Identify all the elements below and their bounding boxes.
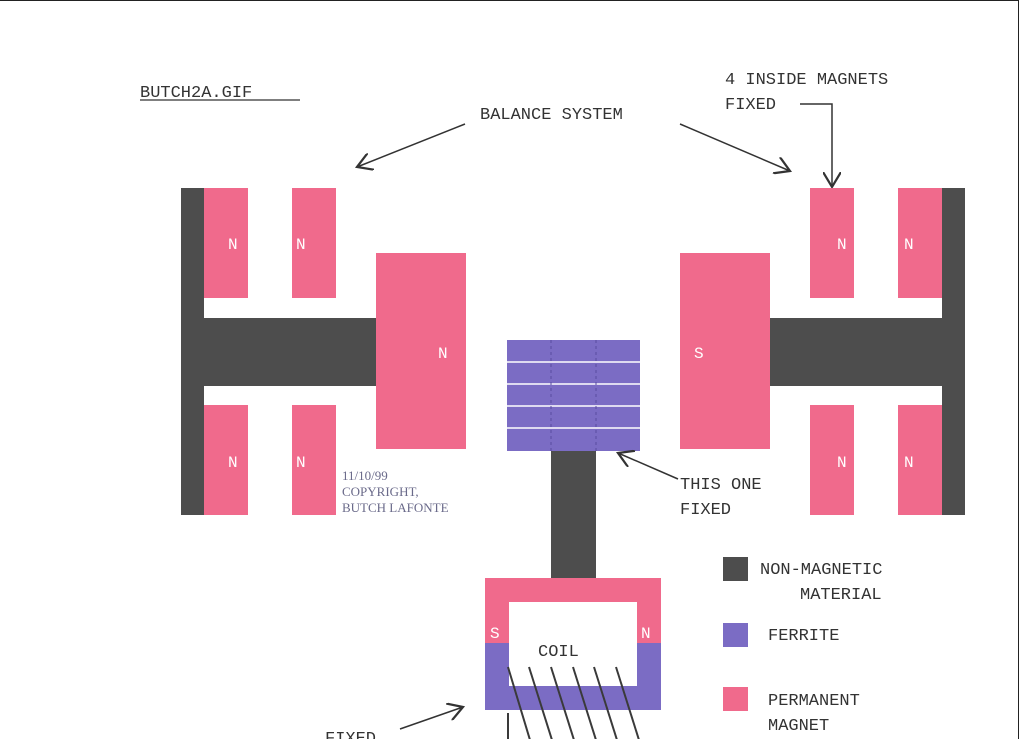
arrow-this-one — [618, 453, 679, 480]
legend: NON-MAGNETIC MATERIAL FERRITE PERMANENT … — [723, 557, 882, 736]
arrow-fixed-bottom — [399, 707, 463, 730]
copyright-line1: COPYRIGHT, — [342, 484, 419, 499]
legend-label: PERMANENT — [768, 692, 860, 711]
pole-label: S — [490, 625, 500, 643]
pole-label: N — [296, 236, 306, 254]
this-one-fixed-label: FIXED — [680, 501, 731, 520]
magnet — [204, 405, 248, 515]
left-frame-bar — [181, 188, 204, 515]
arrow-inside-magnets — [800, 103, 832, 187]
right-arm — [768, 318, 942, 386]
pole-label: N — [641, 625, 651, 643]
left-arm — [204, 318, 378, 386]
legend-swatch-magnet — [723, 687, 748, 711]
pole-label: N — [228, 454, 238, 472]
pole-label: N — [296, 454, 306, 472]
pole-label: S — [694, 345, 704, 363]
arrow-right — [679, 123, 790, 171]
pole-label: N — [837, 454, 847, 472]
this-one-label: THIS ONE — [680, 476, 762, 495]
pole-label: N — [904, 236, 914, 254]
arrow-left — [357, 123, 466, 167]
right-balance-assembly: N N N N S — [680, 188, 965, 515]
pole-label: N — [904, 454, 914, 472]
legend-label: NON-MAGNETIC — [760, 561, 882, 580]
legend-label: MAGNET — [768, 717, 829, 736]
inside-magnets-label: 4 INSIDE MAGNETS — [725, 71, 888, 90]
balance-system-label: BALANCE SYSTEM — [480, 106, 623, 125]
left-balance-assembly: N N N N N — [181, 188, 466, 515]
legend-label: MATERIAL — [800, 586, 882, 605]
pole-label: N — [438, 345, 448, 363]
stem — [551, 451, 596, 579]
coil-windings — [507, 666, 640, 739]
fixed-bottom-label: FIXED — [325, 730, 376, 739]
big-magnet-left — [376, 253, 466, 449]
coil-label: COIL — [538, 643, 579, 662]
copyright-date: 11/10/99 — [342, 468, 388, 483]
magnet — [898, 405, 942, 515]
legend-swatch-nonmagnetic — [723, 557, 748, 581]
big-magnet-right — [680, 253, 770, 449]
magnet — [810, 405, 854, 515]
file-title: BUTCH2A.GIF — [140, 84, 252, 103]
ferrite-stack — [507, 340, 640, 451]
magnet — [204, 188, 248, 298]
u-core-coil: S N COIL — [485, 578, 661, 739]
legend-label: FERRITE — [768, 627, 839, 646]
pole-label: N — [837, 236, 847, 254]
magnet — [810, 188, 854, 298]
copyright-line2: BUTCH LAFONTE — [342, 500, 449, 515]
magnet — [292, 405, 336, 515]
legend-swatch-ferrite — [723, 623, 748, 647]
pole-label: N — [228, 236, 238, 254]
magnet — [898, 188, 942, 298]
magnet — [292, 188, 336, 298]
right-frame-bar — [942, 188, 965, 515]
inside-magnets-fixed-label: FIXED — [725, 96, 776, 115]
